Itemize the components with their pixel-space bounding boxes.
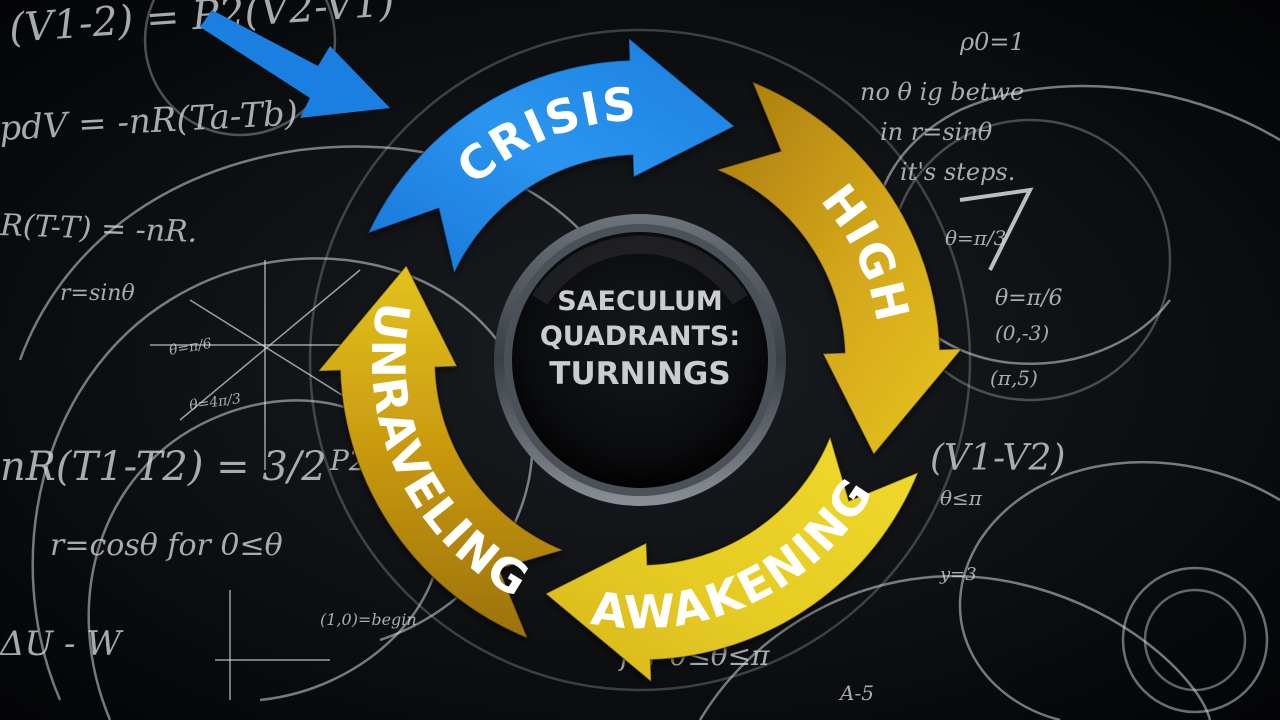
background-formula: in r=sinθ [880,118,993,146]
turning-segment-unraveling [316,264,566,640]
hub-face [512,232,768,488]
background-formula: nR(T1-T2) = 3/2 [0,444,327,490]
swirl-bottom-right [698,575,1212,720]
turning-segment-crisis [366,36,736,276]
background-formula: A-5 [838,681,874,705]
background-formula: (V1-V2) [930,438,1065,479]
swirl-circle-bottom-right-inner [1143,588,1247,692]
background-formula: y=3 [939,564,977,585]
swirl-circle-bottom-right [1121,566,1269,714]
hub-title-line-3: TURNINGS [549,356,730,392]
background-formulas: (V1-2) = P2(V2-V1)pdV = -nR(Ta-Tb)R(T-T)… [0,0,1065,705]
swirl-right-lower [958,460,1280,720]
background-formula: θ=π/3 [945,226,1006,250]
background-formula: no θ ig betwe [860,78,1024,106]
sketch-ray-1 [179,269,361,421]
turning-segment-high [714,80,964,456]
swirl-circle-top-left [143,0,337,137]
background-formula: ΔU - W [0,624,124,664]
background-formula: r=cosθ for 0≤θ [50,528,283,563]
background-formula: θ≤π [940,486,983,510]
hub-title-line-2: QUADRANTS: [540,321,740,352]
hub: SAECULUM QUADRANTS: TURNINGS [494,214,786,506]
background-formula: (π,5) [990,366,1038,390]
background-formula: (0,-3) [995,321,1049,345]
background-formula: r=sinθ [60,281,135,306]
turning-segments [316,36,964,684]
swirl-left-large [31,257,534,701]
hub-gloss [532,235,748,305]
graph-axes-sketch [150,187,1034,700]
hub-title-line-1: SAECULUM [557,286,723,317]
swirl-circle-center [308,28,972,692]
background-formula: θ=π/6 [168,336,213,359]
background-formula: θ=π/6 [995,286,1063,311]
sketch-angle-mark [959,187,1034,271]
background-formula: θ=4π/3 [188,391,242,414]
crisis-pointer-arrow [200,10,390,118]
sketch-ray-2 [189,299,351,401]
background-formula: ρ0=1 [959,28,1025,56]
background-formula: R(T-T) = -nR. [0,208,198,250]
turning-segment-awakening [544,434,920,684]
background-formula: it's steps. [900,158,1015,186]
background-formula: (1,0)=begin [320,610,417,629]
